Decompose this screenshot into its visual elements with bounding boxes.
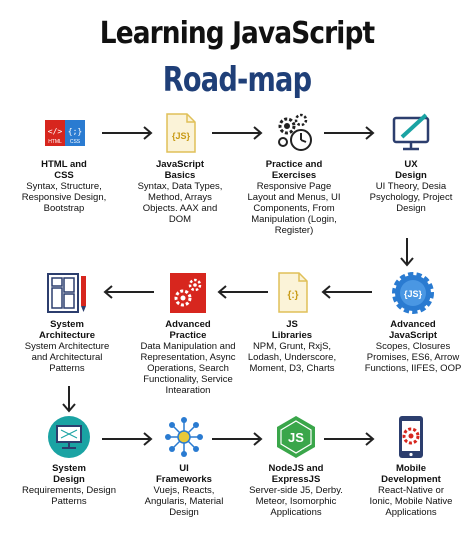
node-title: Mobile Development [381,463,441,485]
svg-text:</>: </> [48,127,63,136]
svg-text:HTML: HTML [48,139,62,145]
node-title: UX Design [395,159,427,181]
node-description: System Architecture and Architectural Pa… [24,341,110,374]
node-title: System Design [52,463,86,485]
node-title: System Architecture [39,319,95,341]
node-description: Requirements, Design Patterns [22,485,116,507]
page-title: Learning JavaScript [99,16,375,51]
node-js-libraries: {:} JS Libraries NPM, Grunt, RxjS, Lodas… [240,270,344,374]
js-braces-icon: {:} [278,272,308,313]
node-description: Scopes, Closures Promises, ES6, Arrow Fu… [364,341,462,374]
node-description: NPM, Grunt, RxjS, Lodash, Underscore, Mo… [247,341,337,374]
arrow-left-2 [217,285,268,299]
node-practice: Practice and Exercises Responsive Page L… [238,110,350,236]
node-title: Practice and Exercises [265,159,323,181]
node-nodejs: JS NodeJS and ExpressJS Server-side J5, … [240,414,352,518]
node-title: JS Libraries [271,319,313,341]
node-title: UI Frameworks [156,463,212,485]
svg-text:JS: JS [288,430,304,445]
node-ui-frameworks: UI Frameworks Vuejs, Reacts, Angularis, … [132,414,236,518]
page-subtitle: Road-map [162,60,312,100]
arrow-left-1 [321,285,372,299]
phone-gear-icon [399,416,423,458]
node-description: Vuejs, Reacts, Angularis, Material Desig… [144,485,224,518]
js-file-icon: {JS} [166,113,196,153]
svg-text:{JS}: {JS} [404,289,423,299]
node-description: Server-side J5, Derby. Meteor, Isomorphi… [249,485,343,518]
svg-text:CSS: CSS [70,139,81,145]
monitor-pen-icon [392,113,430,151]
arrow-down-1 [400,238,414,267]
monitor-network-icon [48,416,90,458]
node-description: Syntax, Structure, Responsive Design, Bo… [21,181,107,214]
node-description: Syntax, Data Types, Method, Arrays Objec… [137,181,223,225]
node-title: HTML and CSS [41,159,87,181]
node-title: NodeJS and ExpressJS [268,463,324,485]
arrow-left-3 [103,285,154,299]
node-system-architecture: System Architecture System Architecture … [10,270,124,374]
node-title: Advanced Practice [165,319,211,341]
node-description: React-Native or Ionic, Mobile Native App… [369,485,453,518]
svg-text:{JS}: {JS} [172,131,191,141]
node-advanced-javascript: {JS} Advanced JavaScript Scopes, Closure… [356,270,470,374]
arrow-right-3 [324,126,375,140]
arrow-right-5 [212,432,263,446]
node-description: Responsive Page Layout and Menus, UI Com… [247,181,341,236]
arrow-down-2 [62,386,76,413]
network-hub-icon [165,417,203,457]
gears-clock-icon [278,113,312,151]
node-mobile-development: Mobile Development React-Native or Ionic… [356,414,466,518]
node-description: Data Manipulation and Representation, As… [140,341,236,396]
nodejs-hexagon-icon: JS [277,416,315,458]
blueprint-icon [47,273,86,313]
node-title: Advanced JavaScript [388,319,438,341]
node-advanced-practice: Advanced Practice Data Manipulation and … [132,270,244,396]
arrow-right-2 [212,126,263,140]
node-ux-design: UX Design UI Theory, Desia Psychology, P… [358,110,464,214]
svg-text:{;}: {;} [68,127,82,136]
arrow-right-1 [102,126,153,140]
node-title: JavaScript Basics [155,159,205,181]
red-gears-icon [170,273,206,313]
arrow-right-6 [324,432,375,446]
svg-text:{:}: {:} [287,290,298,301]
node-html-css: </> {;} HTML CSS HTML and CSS Syntax, St… [16,110,112,214]
arrow-right-4 [102,432,153,446]
node-system-design: System Design Requirements, Design Patte… [14,414,124,507]
node-js-basics: {JS} JavaScript Basics Syntax, Data Type… [128,110,232,225]
node-description: UI Theory, Desia Psychology, Project Des… [369,181,453,214]
gear-js-icon: {JS} [392,272,434,314]
html-css-icon: </> {;} HTML CSS [45,120,85,146]
